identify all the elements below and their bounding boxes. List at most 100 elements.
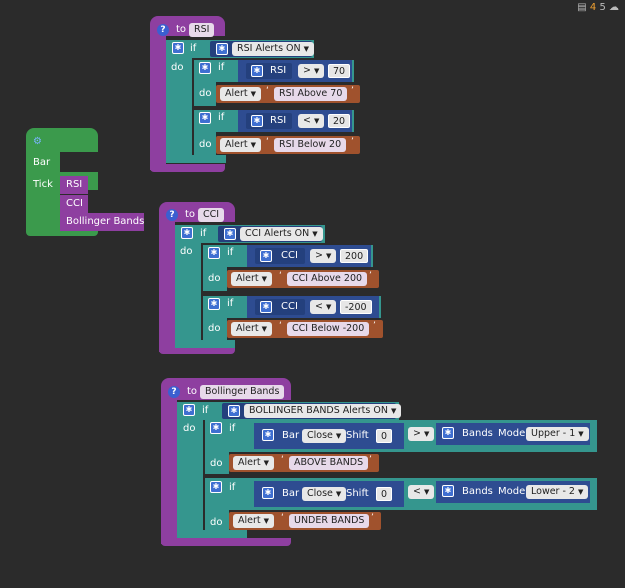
operator-dropdown[interactable]: <▼ bbox=[298, 114, 325, 128]
bb-inner-spine-2 bbox=[205, 510, 229, 532]
compare-block[interactable]: ✱ RSI >▼ 70 bbox=[238, 60, 352, 82]
compare-block[interactable]: ✱ CCI <▼ -200 bbox=[247, 296, 379, 318]
help-icon[interactable]: ? bbox=[157, 24, 169, 36]
gear-icon[interactable]: ✱ bbox=[199, 112, 211, 124]
do-label: do bbox=[199, 88, 212, 99]
cloud-icon[interactable]: ☁ bbox=[609, 2, 619, 13]
gear-icon[interactable]: ✱ bbox=[262, 429, 274, 441]
gear-icon[interactable]: ✱ bbox=[442, 427, 454, 439]
event-gear-icon[interactable]: ⚙ bbox=[33, 136, 42, 147]
gear-icon[interactable]: ✱ bbox=[251, 65, 263, 77]
top-status: ▤ 4 5 ☁ bbox=[577, 2, 619, 13]
alert-message[interactable]: ABOVE BANDS bbox=[289, 456, 369, 470]
alert-message[interactable]: CCI Below -200 bbox=[287, 322, 370, 336]
alert-message[interactable]: CCI Above 200 bbox=[287, 272, 368, 286]
alert-type-dropdown[interactable]: Alert▼ bbox=[233, 514, 275, 528]
gear-icon[interactable]: ✱ bbox=[228, 405, 240, 417]
rsi-value-block[interactable]: ✱ RSI bbox=[246, 63, 292, 79]
shift-input[interactable]: 0 bbox=[376, 429, 393, 443]
gear-icon[interactable]: ✱ bbox=[262, 487, 274, 499]
alert-block[interactable]: Alert▼ ‘ CCI Below -200 ’ bbox=[227, 320, 383, 338]
alert-block[interactable]: Alert▼ ‘ RSI Below 20 ’ bbox=[216, 136, 360, 154]
number-input[interactable]: 70 bbox=[328, 64, 351, 78]
if-label: if bbox=[227, 298, 234, 309]
bar-close-block[interactable]: ✱ Bar Close▼ Shift 0 bbox=[254, 423, 404, 449]
gear-icon[interactable]: ✱ bbox=[260, 250, 272, 262]
gear-icon[interactable]: ✱ bbox=[260, 301, 272, 313]
bb-toggle-block[interactable]: ✱ BOLLINGER BANDS Alerts ON▼ bbox=[222, 403, 402, 419]
error-count: 5 bbox=[599, 2, 606, 13]
bb-alerts-dropdown[interactable]: BOLLINGER BANDS Alerts ON▼ bbox=[244, 404, 402, 418]
gear-icon[interactable]: ✱ bbox=[172, 42, 184, 54]
bands-block[interactable]: ✱ Bands Mode Upper - 1▼ bbox=[436, 423, 590, 445]
cci-footer bbox=[159, 346, 235, 354]
do-label: do bbox=[208, 273, 221, 284]
procedure-name[interactable]: Bollinger Bands bbox=[200, 385, 285, 399]
cci-alerts-dropdown[interactable]: CCI Alerts ON▼ bbox=[240, 227, 323, 241]
cci-value-block[interactable]: ✱ CCI bbox=[255, 299, 305, 315]
help-icon[interactable]: ? bbox=[168, 386, 180, 398]
operator-dropdown[interactable]: <▼ bbox=[408, 485, 435, 499]
alert-message[interactable]: RSI Below 20 bbox=[274, 138, 347, 152]
procedure-name[interactable]: CCI bbox=[198, 208, 225, 222]
price-field-dropdown[interactable]: Close▼ bbox=[302, 487, 347, 501]
alert-block[interactable]: Alert▼ ‘ UNDER BANDS ’ bbox=[229, 512, 381, 530]
number-input[interactable]: 20 bbox=[328, 114, 351, 128]
to-label: to bbox=[187, 386, 198, 397]
operator-dropdown[interactable]: >▼ bbox=[310, 249, 337, 263]
gear-icon[interactable]: ✱ bbox=[442, 485, 454, 497]
rsi-spine bbox=[150, 36, 166, 170]
bands-mode-dropdown[interactable]: Lower - 2▼ bbox=[526, 485, 589, 499]
rsi-toggle-block[interactable]: ✱ RSI Alerts ON▼ bbox=[210, 41, 315, 57]
gear-icon[interactable]: ✱ bbox=[183, 404, 195, 416]
gear-icon[interactable]: ✱ bbox=[208, 247, 220, 259]
alert-type-dropdown[interactable]: Alert▼ bbox=[220, 87, 262, 101]
rsi-value-block[interactable]: ✱ RSI bbox=[246, 113, 292, 129]
gear-icon[interactable]: ✱ bbox=[216, 43, 228, 55]
bb-spine bbox=[161, 400, 177, 544]
compare-block[interactable]: ✱ RSI <▼ 20 bbox=[238, 110, 352, 132]
number-input[interactable]: 200 bbox=[340, 249, 369, 263]
gear-icon[interactable]: ✱ bbox=[199, 62, 211, 74]
cci-do-spine bbox=[175, 243, 201, 343]
gear-icon[interactable]: ✱ bbox=[210, 481, 222, 493]
operator-dropdown[interactable]: <▼ bbox=[310, 300, 337, 314]
alert-block[interactable]: Alert▼ ‘ RSI Above 70 ’ bbox=[216, 85, 360, 103]
do-label: do bbox=[210, 458, 223, 469]
cci-toggle-block[interactable]: ✱ CCI Alerts ON▼ bbox=[218, 226, 323, 242]
cci-spine bbox=[159, 222, 175, 352]
price-field-dropdown[interactable]: Close▼ bbox=[302, 429, 347, 443]
event-notch bbox=[60, 152, 98, 172]
alert-message[interactable]: RSI Above 70 bbox=[274, 87, 348, 101]
do-label: do bbox=[210, 517, 223, 528]
document-icon[interactable]: ▤ bbox=[577, 2, 587, 13]
procedure-name[interactable]: RSI bbox=[189, 23, 215, 37]
gear-icon[interactable]: ✱ bbox=[208, 298, 220, 310]
number-input[interactable]: -200 bbox=[340, 300, 372, 314]
alert-block[interactable]: Alert▼ ‘ ABOVE BANDS ’ bbox=[229, 454, 379, 472]
alert-type-dropdown[interactable]: Alert▼ bbox=[231, 272, 273, 286]
compare-block[interactable]: ✱ CCI >▼ 200 bbox=[247, 245, 371, 267]
bar-close-block[interactable]: ✱ Bar Close▼ Shift 0 bbox=[254, 481, 404, 507]
operator-dropdown[interactable]: >▼ bbox=[408, 427, 435, 441]
bands-mode-dropdown[interactable]: Upper - 1▼ bbox=[526, 427, 589, 441]
tick-label: Tick bbox=[33, 179, 53, 190]
operator-dropdown[interactable]: >▼ bbox=[298, 64, 325, 78]
call-rsi[interactable]: RSI bbox=[60, 176, 88, 194]
gear-icon[interactable]: ✱ bbox=[224, 228, 236, 240]
bands-block[interactable]: ✱ Bands Mode Lower - 2▼ bbox=[436, 481, 590, 503]
alert-block[interactable]: Alert▼ ‘ CCI Above 200 ’ bbox=[227, 270, 379, 288]
gear-icon[interactable]: ✱ bbox=[181, 227, 193, 239]
alert-type-dropdown[interactable]: Alert▼ bbox=[220, 138, 262, 152]
rsi-alerts-dropdown[interactable]: RSI Alerts ON▼ bbox=[232, 42, 315, 56]
help-icon[interactable]: ? bbox=[166, 209, 178, 221]
cci-value-block[interactable]: ✱ CCI bbox=[255, 248, 305, 264]
alert-type-dropdown[interactable]: Alert▼ bbox=[231, 322, 273, 336]
shift-input[interactable]: 0 bbox=[376, 487, 393, 501]
call-bollinger-bands[interactable]: Bollinger Bands bbox=[60, 213, 144, 231]
gear-icon[interactable]: ✱ bbox=[210, 422, 222, 434]
gear-icon[interactable]: ✱ bbox=[251, 115, 263, 127]
alert-message[interactable]: UNDER BANDS bbox=[289, 514, 370, 528]
call-cci[interactable]: CCI bbox=[60, 195, 88, 213]
alert-type-dropdown[interactable]: Alert▼ bbox=[233, 456, 275, 470]
